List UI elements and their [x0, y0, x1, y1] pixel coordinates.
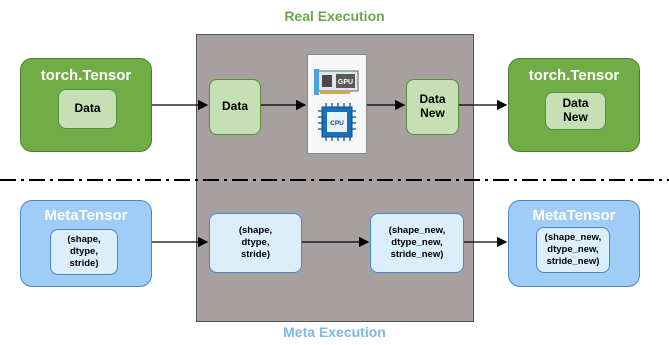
meta-out-attrs: (shape_new, dtype_new, stride_new) [370, 213, 464, 273]
data-new-output-box: Data New [545, 92, 606, 130]
cpu-label: CPU [330, 120, 344, 127]
data-in-box: Data [209, 79, 261, 135]
gpu-label: GPU [338, 79, 353, 86]
torch-tensor-output-label: torch.Tensor [528, 67, 620, 84]
data-new-box: Data New [406, 79, 459, 135]
meta-execution-title: Meta Execution [283, 324, 386, 340]
torch-tensor-input-label: torch.Tensor [40, 67, 132, 84]
meta-input-attrs: (shape, dtype, stride) [50, 229, 118, 275]
meta-output-attrs: (shape_new, dtype_new, stride_new) [536, 227, 610, 273]
data-input-box: Data [58, 89, 117, 129]
meta-in-attrs: (shape, dtype, stride) [209, 213, 302, 273]
meta-tensor-output-label: MetaTensor [532, 207, 616, 224]
cpu-icon: CPU [318, 103, 356, 141]
real-execution-title: Real Execution [284, 8, 385, 24]
device-panel: GPU CPU [307, 54, 367, 154]
gpu-icon: GPU [314, 69, 359, 95]
meta-tensor-output: MetaTensor [508, 200, 640, 287]
meta-tensor-input-label: MetaTensor [44, 207, 128, 224]
